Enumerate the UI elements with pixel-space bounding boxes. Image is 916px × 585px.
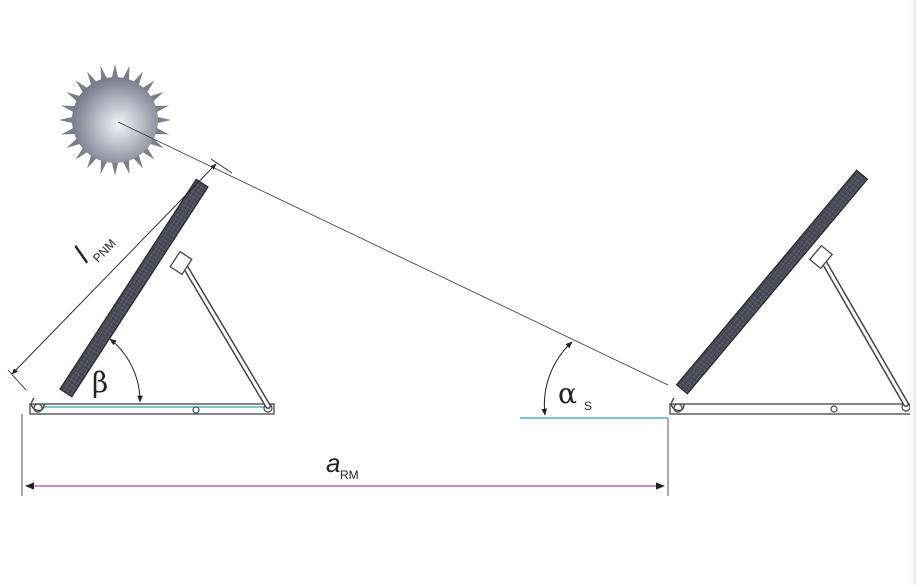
right-base-frame — [669, 403, 915, 415]
left-solar-panel — [59, 178, 209, 398]
row-distance-subscript: RM — [340, 468, 359, 482]
left-base-frame — [29, 403, 275, 415]
scan-edge-shadow — [910, 0, 916, 585]
panel-length-dimension — [11, 163, 217, 375]
right-solar-panel — [675, 169, 869, 395]
row-distance-label: a — [326, 448, 340, 478]
sun-elevation-label: α — [558, 377, 577, 410]
right-solar-panel-assembly — [669, 169, 915, 415]
sun-elevation-angle-arc — [541, 341, 573, 416]
panel-length-subscript: PNM — [90, 236, 119, 265]
left-solar-panel-assembly — [7, 158, 275, 415]
sun-ray-line — [117, 121, 669, 386]
sun-icon — [59, 64, 171, 176]
sun-elevation-subscript: S — [584, 399, 592, 413]
tilt-angle-label: β — [92, 366, 108, 399]
beta-angle-arc — [109, 338, 143, 403]
